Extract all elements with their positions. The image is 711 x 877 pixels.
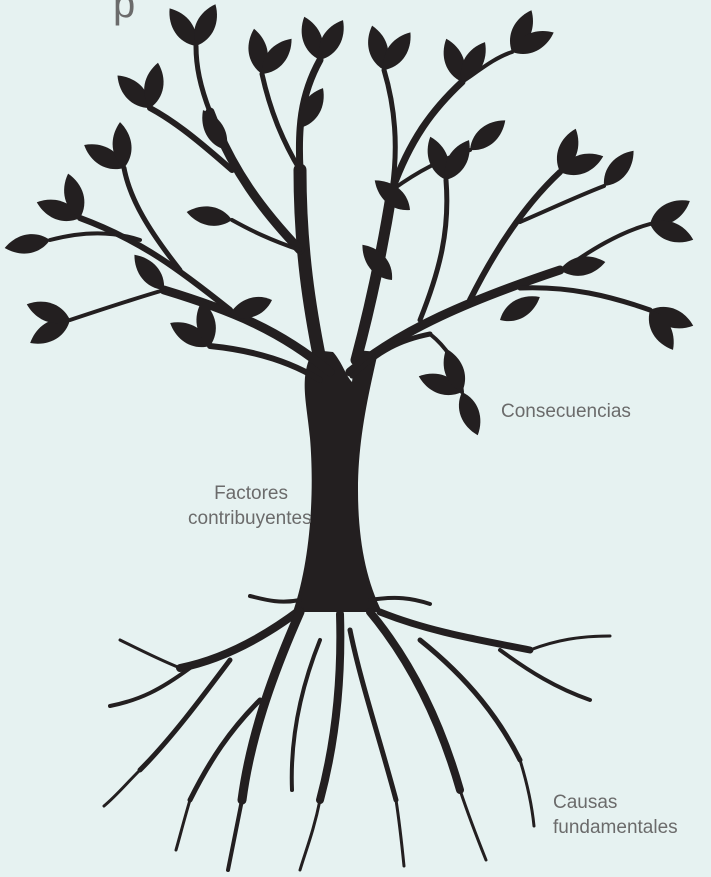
tree-branches xyxy=(48,43,653,394)
contributing-factors-line1: Factores xyxy=(214,483,288,504)
tree-trunk xyxy=(293,350,382,612)
tree-roots xyxy=(102,594,612,872)
page-title-fragment: p xyxy=(113,0,136,26)
contributing-factors-line2: contribuyentes xyxy=(188,508,312,529)
root-causes-line1: Causas xyxy=(553,792,618,813)
consequences-label: Consecuencias xyxy=(501,401,631,422)
contributing-factors-label: Factores contribuyentes xyxy=(188,481,312,531)
root-causes-line2: fundamentales xyxy=(553,817,678,838)
root-causes-label: Causas fundamentales xyxy=(553,790,678,840)
